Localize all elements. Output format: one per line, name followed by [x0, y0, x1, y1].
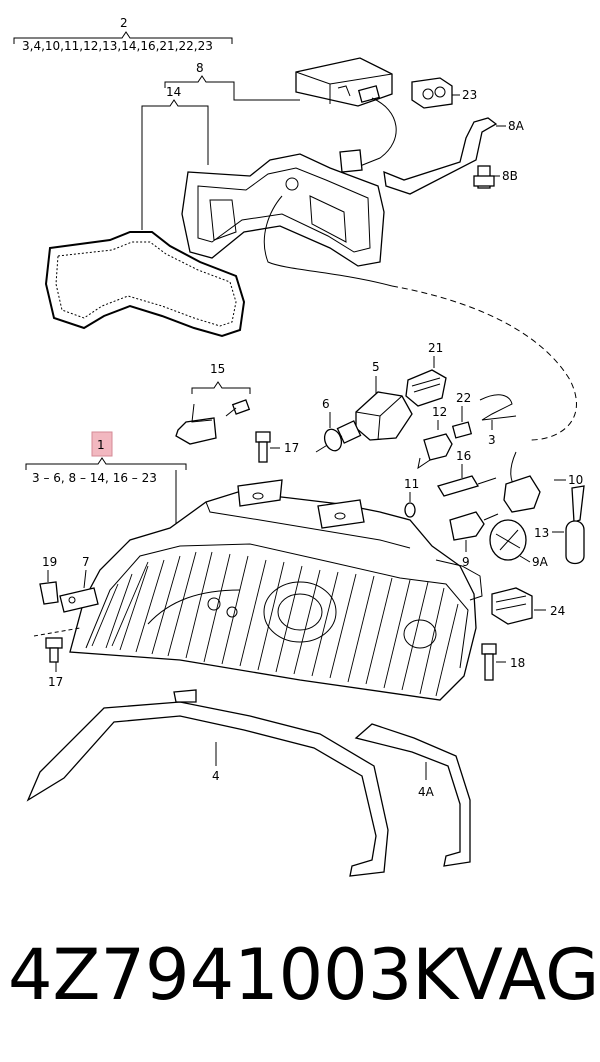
- callout-9: 9: [462, 555, 470, 569]
- connector-24: 24: [491, 587, 565, 625]
- callout-15: 15: [210, 362, 225, 376]
- bolt-17-top: 17: [255, 431, 299, 463]
- control-module: [295, 57, 397, 167]
- bolt-18: 18: [481, 643, 525, 681]
- callout-8b: 8B: [502, 169, 518, 183]
- callout-2-range: 3,4,10,11,12,13,14,16,21,22,23: [22, 39, 213, 53]
- bracket-8a: 8A: [383, 117, 525, 195]
- bulb-13: 13: [534, 520, 585, 565]
- callout-23: 23: [462, 88, 477, 102]
- callout-5: 5: [372, 360, 380, 374]
- leveling-motor-5: 5: [315, 360, 413, 453]
- callout-1-range: 3 – 6, 8 – 14, 16 – 23: [32, 471, 157, 485]
- lock-ring-6: 6: [322, 397, 343, 452]
- part-number: 4Z7941003K: [8, 934, 459, 1016]
- connector-23: 23: [411, 77, 477, 109]
- gasket-14: [44, 231, 246, 338]
- wire-3: 3: [479, 394, 517, 447]
- clip-19: 19: [39, 555, 59, 605]
- holder-7: 7: [59, 555, 99, 613]
- socket-16: 16: [437, 449, 497, 497]
- callout-7: 7: [82, 555, 90, 569]
- headlamp-assembly-1: [69, 479, 483, 701]
- callout-17-top: 17: [284, 441, 299, 455]
- callout-1: 1: [97, 438, 105, 452]
- callout-4: 4: [212, 769, 220, 783]
- bolt-17-bottom: 17: [33, 627, 81, 689]
- brand-label: VAG: [455, 934, 600, 1016]
- bulb-10: 10: [503, 451, 585, 523]
- callout-group-8: 8: [164, 61, 300, 101]
- footer: 4Z7941003K VAG: [0, 925, 600, 1045]
- callout-19: 19: [42, 555, 57, 569]
- callout-2: 2: [120, 16, 128, 30]
- bracket-4: 4: [26, 689, 389, 877]
- bulb-11: 11: [404, 477, 419, 518]
- callout-group-2: 2 3,4,10,11,12,13,14,16,21,22,23: [13, 16, 233, 53]
- bulb-9: 9: [449, 511, 499, 569]
- callout-group-14: 14: [141, 85, 209, 230]
- exploded-parts-diagram: 2 3,4,10,11,12,13,14,16,21,22,23 8 14 23…: [13, 16, 585, 877]
- callout-9a: 9A: [532, 555, 549, 569]
- callout-21: 21: [428, 341, 443, 355]
- callout-10: 10: [568, 473, 583, 487]
- connector-21: 21: [405, 341, 447, 407]
- callout-group-1: 1 3 – 6, 8 – 14, 16 – 23: [25, 431, 187, 528]
- callout-3: 3: [488, 433, 496, 447]
- callout-16: 16: [456, 449, 471, 463]
- callout-24: 24: [550, 604, 565, 618]
- callout-6: 6: [322, 397, 330, 411]
- callout-8a: 8A: [508, 119, 525, 133]
- callout-18: 18: [510, 656, 525, 670]
- callout-22: 22: [456, 391, 471, 405]
- callout-17-bottom: 17: [48, 675, 63, 689]
- callout-11: 11: [404, 477, 419, 491]
- callout-1-highlight: [91, 431, 113, 457]
- bracket-4a: 4A: [354, 723, 471, 867]
- bulb-12: 12: [417, 405, 453, 470]
- housing-cover: [181, 149, 393, 287]
- callout-group-15: 15: [175, 362, 251, 445]
- callout-13: 13: [534, 526, 549, 540]
- callout-12: 12: [432, 405, 447, 419]
- callout-8: 8: [196, 61, 204, 75]
- callout-4a: 4A: [418, 785, 435, 799]
- bolt-8b: 8B: [473, 165, 518, 189]
- part-22: 22: [451, 391, 473, 439]
- lens-hatching: [91, 551, 459, 697]
- cap-9a: 9A: [489, 519, 549, 569]
- callout-14: 14: [166, 85, 181, 99]
